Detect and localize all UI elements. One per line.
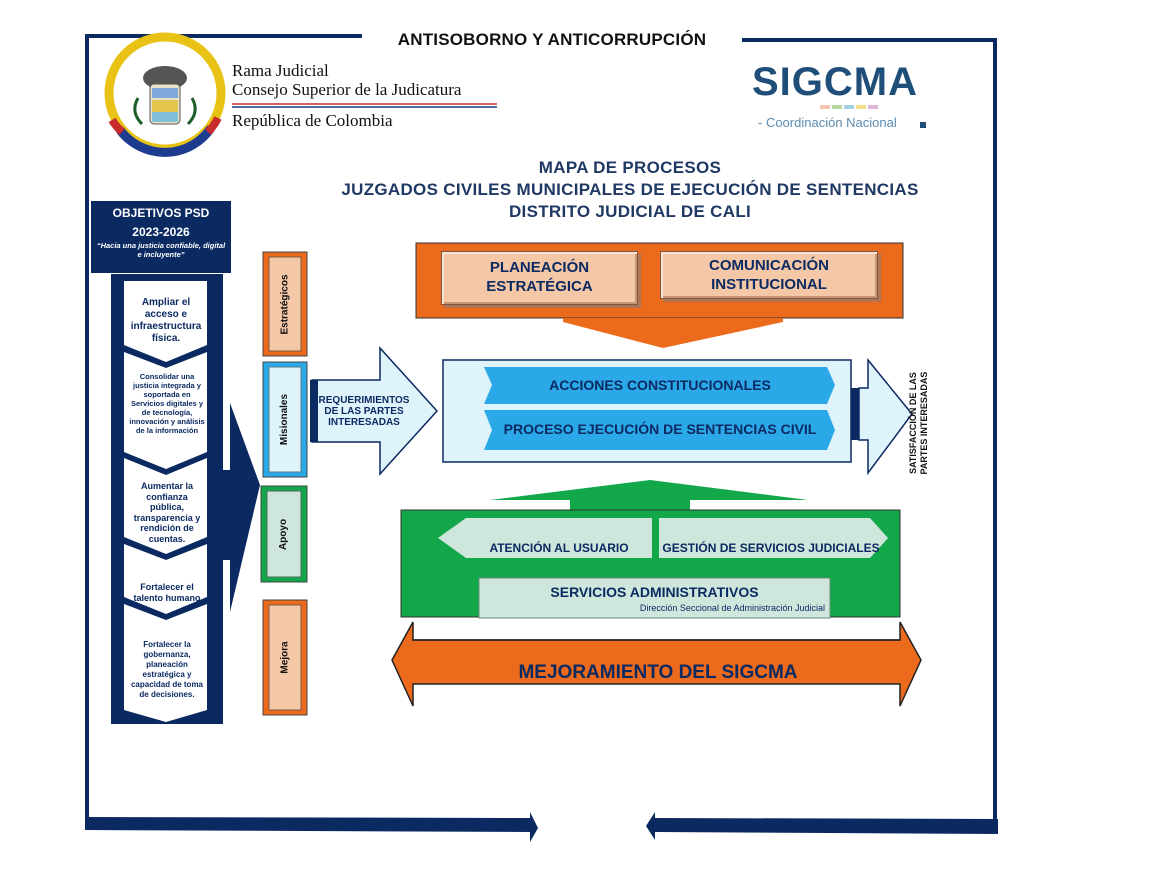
org-line-2: Consejo Superior de la Judicatura [232, 80, 462, 99]
objective-item-1: Ampliar el acceso e infraestructura físi… [130, 297, 202, 344]
map-title-line-2: JUZGADOS CIVILES MUNICIPALES DE EJECUCIÓ… [341, 180, 919, 199]
gestion-arrow [659, 518, 888, 558]
acciones-chevron [484, 367, 835, 404]
bottom-left-arrow [85, 812, 538, 842]
sigcma-subtitle: - Coordinación Nacional [758, 115, 897, 130]
atencion-arrow [438, 518, 652, 558]
sigcma-logo: SIGCMA [752, 60, 918, 104]
sigcma-color-squares-icon [820, 105, 926, 128]
map-title-line-1: MAPA DE PROCESOS [538, 158, 722, 177]
planeacion-line-1: PLANEACIÓN [489, 259, 590, 276]
output-label-line-1: SATISFACCIÓN DE LAS [908, 372, 918, 474]
map-title-line-3: DISTRITO JUDICIAL DE CALI [508, 202, 752, 221]
rama-judicial-seal-icon [104, 32, 226, 157]
category-estrategicos-label: Estratégicos [279, 273, 291, 335]
objective-item-3: Aumentar la confianza pública, transpare… [133, 481, 201, 544]
objective-item-2: Consolidar una justicia integrada y sopo… [129, 372, 205, 435]
category-apoyo: Apoyo [261, 486, 307, 582]
ejecucion-chevron [484, 410, 835, 450]
support-up-arrow [490, 480, 808, 512]
objectives-arrow [207, 403, 260, 612]
ejecucion-label: PROCESO EJECUCIÓN DE SENTENCIAS CIVIL [503, 421, 817, 437]
category-mejora-label: Mejora [279, 641, 291, 674]
comunicacion-box: COMUNICACIÓN INSTITUCIONAL [660, 251, 878, 299]
input-arrow [311, 346, 439, 476]
servicios-sub-label: Dirección Seccional de Administración Ju… [639, 603, 825, 613]
gestion-label: GESTIÓN DE SERVICIOS JUDICIALES [662, 541, 880, 555]
input-label: REQUERIMIENTOS DE LAS PARTES INTERESADAS [314, 395, 414, 428]
org-line-1: Rama Judicial [232, 61, 329, 80]
category-misionales: Misionales [263, 362, 307, 477]
servicios-label: SERVICIOS ADMINISTRATIVOS [550, 584, 759, 600]
bottom-right-arrow [646, 812, 998, 840]
planeacion-line-2: ESTRATÉGICA [486, 278, 593, 295]
strategic-down-arrow [563, 318, 783, 348]
output-arrow [858, 357, 913, 476]
acciones-label: ACCIONES CONSTITUCIONALES [549, 377, 771, 393]
objective-item-5: Fortalecer la gobernanza, planeación est… [130, 640, 204, 699]
category-apoyo-label: Apoyo [278, 518, 290, 550]
input-label-line-1: REQUERIMIENTOS [318, 395, 410, 406]
objectives-title-1: OBJETIVOS PSD [112, 206, 210, 220]
category-estrategicos: Estratégicos [263, 252, 307, 356]
category-misionales-label: Misionales [279, 393, 291, 446]
input-label-line-2: DE LAS PARTES [324, 406, 404, 417]
output-label: SATISFACCIÓN DE LAS PARTES INTERESADAS [908, 363, 938, 483]
atencion-label: ATENCIÓN AL USUARIO [489, 541, 629, 555]
input-label-line-3: INTERESADAS [328, 417, 400, 428]
objectives-title-2: 2023-2026 [132, 225, 190, 239]
output-label-line-2: PARTES INTERESADAS [919, 371, 929, 475]
objectives-quote: “Hacia una justicia confiable, digital e… [96, 241, 226, 259]
comunicacion-line-1: COMUNICACIÓN [709, 257, 829, 274]
mejoramiento-label: MEJORAMIENTO DEL SIGCMA [518, 662, 798, 683]
objective-chevrons [124, 281, 207, 722]
org-line-3: República de Colombia [232, 111, 393, 130]
header-title: ANTISOBORNO Y ANTICORRUPCIÓN [362, 30, 742, 50]
planeacion-box: PLANEACIÓN ESTRATÉGICA [441, 251, 638, 305]
objective-item-4: Fortalecer el talento humano [133, 582, 201, 603]
mejoramiento-double-arrow [391, 621, 922, 707]
comunicacion-line-2: INSTITUCIONAL [711, 276, 827, 293]
category-mejora: Mejora [263, 600, 307, 715]
objectives-header: OBJETIVOS PSD 2023-2026 “Hacia una justi… [91, 201, 231, 273]
